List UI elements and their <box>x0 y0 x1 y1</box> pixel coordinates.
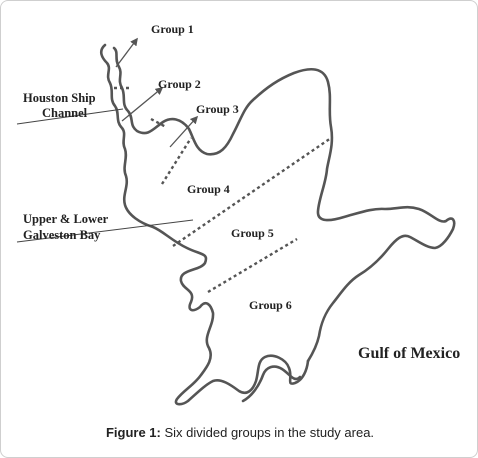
west-shoreline <box>99 43 310 406</box>
caption-text: Six divided groups in the study area. <box>160 425 375 440</box>
group-3-label: Group 3 <box>196 102 239 116</box>
caption-prefix: Figure 1: <box>105 425 161 440</box>
ship-channel-label-line2: Channel <box>42 106 88 120</box>
east-shoreline <box>112 46 456 363</box>
island-shoreline <box>241 365 302 403</box>
group1-arrow <box>115 37 138 68</box>
divider-group2-3 <box>150 117 167 129</box>
group-4-label: Group 4 <box>187 182 230 196</box>
group3-arrow <box>169 115 199 148</box>
divider-group4-5 <box>172 137 332 247</box>
group-2-label: Group 2 <box>158 77 201 91</box>
group2-arrow <box>121 87 164 122</box>
divider-group5-6 <box>207 237 298 294</box>
ship-channel-label-line1: Houston Ship <box>23 91 96 105</box>
group-1-label: Group 1 <box>151 22 194 36</box>
galveston-bay-label-line1: Upper & Lower <box>23 212 109 226</box>
ship-channel-leader <box>16 108 124 125</box>
figure-caption: Figure 1: Six divided groups in the stud… <box>1 425 477 440</box>
bay-map: Group 1 Group 2 Group 3 Group 4 Group 5 … <box>16 22 460 406</box>
group-5-label: Group 5 <box>231 226 274 240</box>
galveston-bay-leader <box>16 219 194 243</box>
gulf-of-mexico-label: Gulf of Mexico <box>358 345 460 362</box>
group-6-label: Group 6 <box>249 298 292 312</box>
divider-group3-4 <box>160 137 193 185</box>
galveston-bay-label-line2: Galveston Bay <box>23 228 101 242</box>
